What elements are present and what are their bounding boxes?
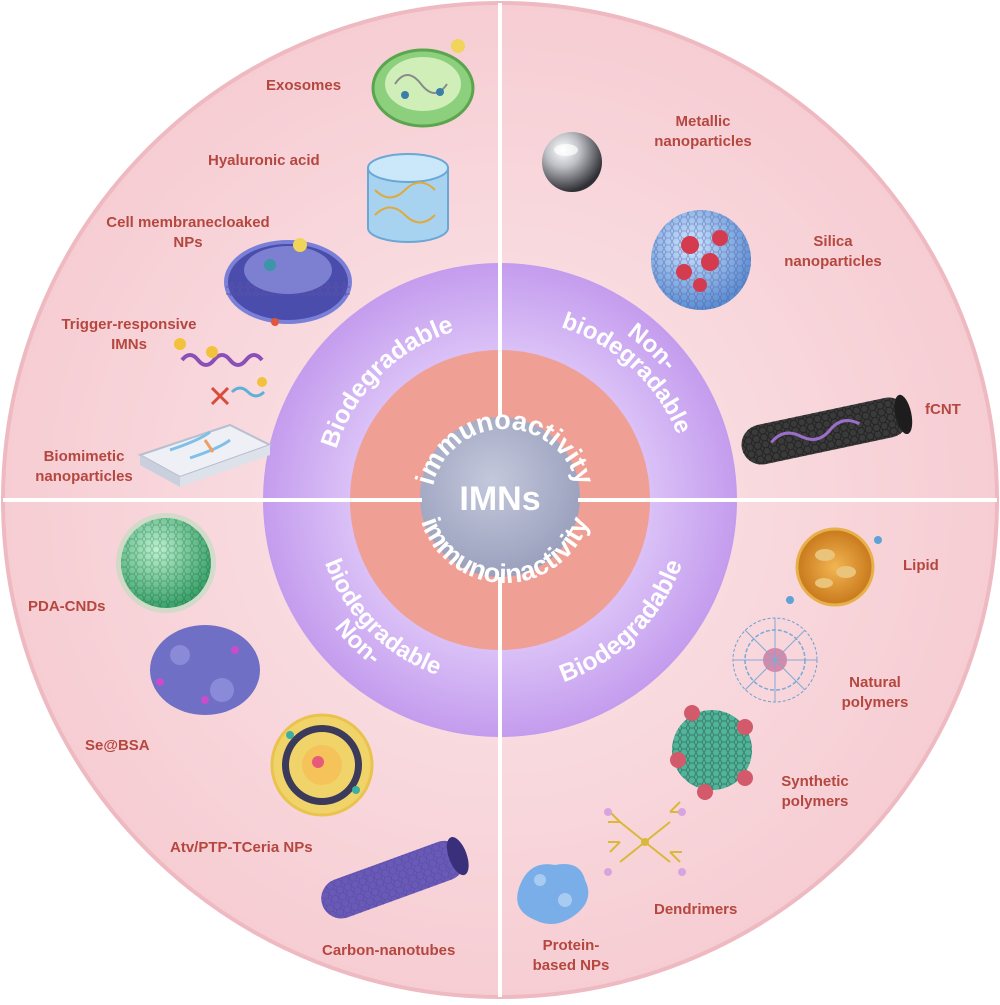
- label-pda-cnds: PDA-CNDs: [28, 598, 106, 615]
- label-protein-based-nps: Protein-based NPs: [532, 937, 610, 974]
- label-carbon-nanotubes: Carbon-nanotubes: [322, 942, 456, 959]
- atv-ptp-tceria-illustration: [270, 713, 374, 817]
- dendrimer-illustration: [604, 801, 686, 876]
- biomimetic-illustration: [137, 423, 273, 487]
- label-lipid: Lipid: [903, 557, 939, 574]
- silica-nanoparticle-illustration: [651, 210, 751, 310]
- lipid-illustration: [786, 527, 882, 607]
- label-se-bsa: Se@BSA: [85, 737, 150, 754]
- cell-membrane-np-illustration: [224, 238, 352, 326]
- pda-cnds-illustration: [116, 513, 216, 613]
- label-atv-ptp-tceria: Atv/PTP-TCeria NPs: [170, 839, 313, 856]
- core-title: IMNs: [459, 480, 540, 518]
- fcnt-illustration: [741, 394, 913, 465]
- se-bsa-illustration: [150, 625, 260, 715]
- exosome-illustration: [371, 39, 475, 128]
- hyaluronic-acid-illustration: [367, 153, 449, 243]
- core-circle: [420, 417, 580, 577]
- metallic-nanoparticle-illustration: [542, 132, 602, 192]
- label-hyaluronic-acid: Hyaluronic acid: [208, 152, 320, 169]
- label-dendrimers: Dendrimers: [654, 901, 738, 918]
- label-exosomes: Exosomes: [266, 77, 342, 94]
- carbon-nanotube-illustration: [321, 837, 469, 919]
- label-fcnt: fCNT: [925, 401, 961, 418]
- trigger-responsive-illustration: [174, 338, 267, 406]
- natural-polymer-illustration: [732, 617, 818, 703]
- protein-np-illustration: [517, 864, 589, 924]
- synthetic-polymer-illustration: [670, 705, 753, 800]
